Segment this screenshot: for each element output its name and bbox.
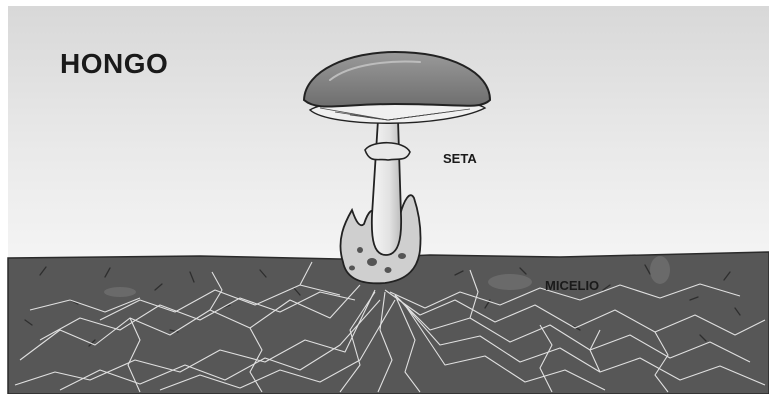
page-title: HONGO — [60, 48, 168, 80]
annulus-ring — [365, 143, 410, 160]
label-seta: SETA — [443, 151, 477, 166]
stem — [372, 120, 401, 255]
label-micelio: MICELIO — [545, 278, 599, 293]
